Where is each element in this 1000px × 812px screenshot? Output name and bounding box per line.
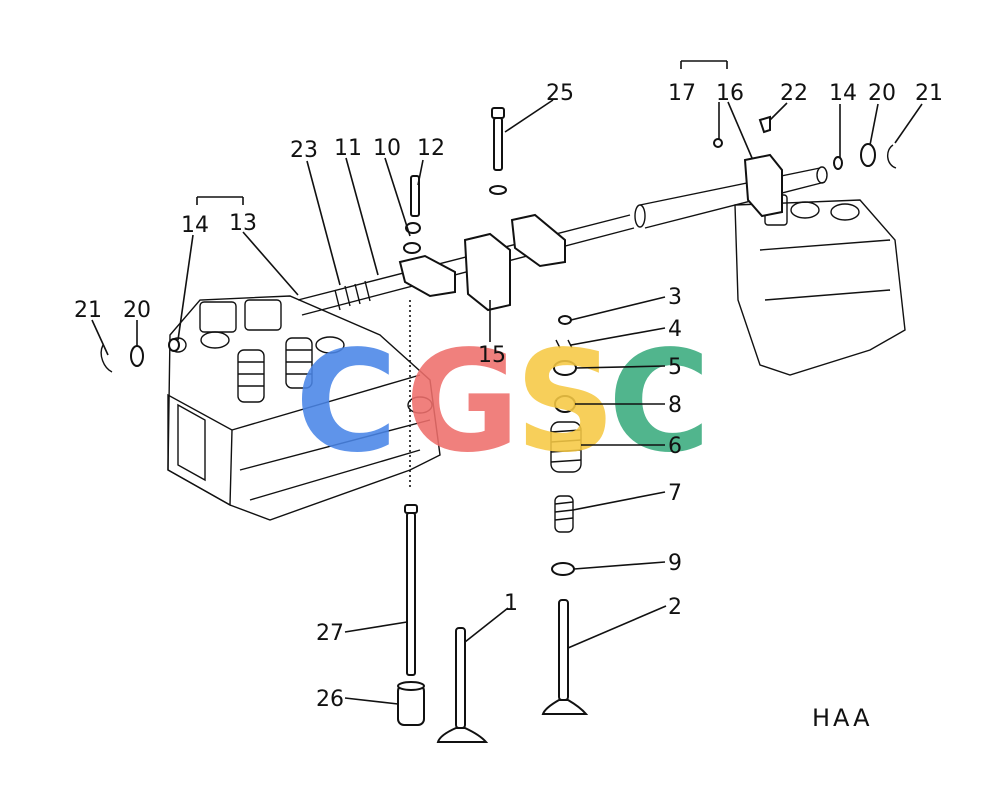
part-21-right-clip — [887, 144, 897, 169]
part-26-tappet — [397, 681, 425, 726]
callout-21-left: 21 — [74, 298, 102, 323]
callout-23: 23 — [290, 138, 318, 163]
part-7-inner-spring — [554, 495, 574, 533]
part-25-bolt — [489, 107, 507, 195]
callout-20-right: 20 — [868, 81, 896, 106]
part-22-nipple — [758, 115, 771, 134]
rocker-shaft-assembly — [297, 153, 828, 316]
loose-parts — [100, 107, 897, 743]
callout-3: 3 — [668, 285, 682, 310]
callout-labels: 25 23 11 10 12 14 13 21 20 15 17 16 22 1… — [74, 81, 943, 712]
callout-11: 11 — [334, 136, 362, 161]
part-4-keepers — [555, 339, 573, 349]
callout-9: 9 — [668, 551, 682, 576]
valve-spring-left-a — [237, 349, 265, 403]
callout-1: 1 — [504, 591, 518, 616]
callout-27: 27 — [316, 621, 344, 646]
callout-12: 12 — [417, 136, 445, 161]
watermark-letter-s: S — [515, 321, 616, 484]
callout-10: 10 — [373, 136, 401, 161]
part-9-washer — [551, 562, 575, 576]
callout-26: 26 — [316, 687, 344, 712]
callout-20-left: 20 — [123, 298, 151, 323]
part-20-right-washer — [860, 143, 876, 167]
callout-17: 17 — [668, 81, 696, 106]
callout-2: 2 — [668, 595, 682, 620]
watermark-letter-c1: C — [295, 321, 398, 484]
callout-6: 6 — [668, 434, 682, 459]
right-cylinder-head — [734, 194, 906, 376]
watermark-letter-g: G — [405, 321, 520, 484]
callout-25: 25 — [546, 81, 574, 106]
leader-lines — [91, 60, 923, 705]
part-20-left-washer — [130, 345, 144, 367]
callout-22: 22 — [780, 81, 808, 106]
watermark: C G S C — [295, 321, 711, 484]
callout-15: 15 — [478, 343, 506, 368]
part-17-dot — [713, 138, 723, 148]
part-21-left-clip — [100, 344, 113, 373]
part-1-valve — [436, 627, 489, 743]
callout-4: 4 — [668, 317, 682, 342]
part-6-outer-spring — [550, 421, 582, 473]
diagram-code: HAA — [812, 704, 873, 732]
valve-spring-left-b — [285, 337, 313, 389]
callout-21-right: 21 — [915, 81, 943, 106]
part-14-right-plug — [833, 156, 843, 170]
part-2-valve — [541, 599, 589, 715]
callout-14-right: 14 — [829, 81, 857, 106]
callout-16: 16 — [716, 81, 744, 106]
part-12-stud — [403, 175, 421, 254]
watermark-letter-c2: C — [608, 321, 711, 484]
callout-14-left: 14 — [181, 213, 209, 238]
callout-13: 13 — [229, 211, 257, 236]
left-cylinder-head — [167, 295, 441, 521]
callout-7: 7 — [668, 481, 682, 506]
part-14-left-plug — [168, 338, 180, 352]
callout-8: 8 — [668, 393, 682, 418]
callout-5: 5 — [668, 355, 682, 380]
part-27-pushrod — [404, 504, 418, 676]
